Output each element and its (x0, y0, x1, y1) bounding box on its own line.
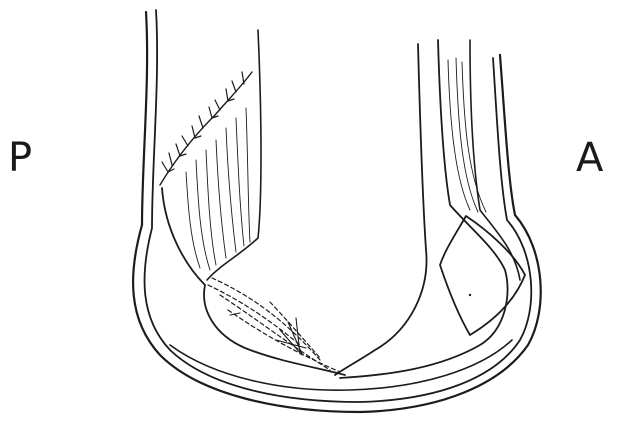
outer-contour-inner-line (145, 10, 532, 402)
rhomboid-sesamoid (440, 216, 525, 335)
anterior-tendon-striations (448, 58, 486, 212)
posterior-muscle-striations (186, 108, 250, 270)
central-bone-contour (335, 44, 427, 375)
stipple-dot (469, 294, 471, 296)
posterior-muscle-edge (207, 30, 261, 280)
inferior-inner-contour (170, 340, 512, 390)
outer-contour (133, 12, 541, 412)
